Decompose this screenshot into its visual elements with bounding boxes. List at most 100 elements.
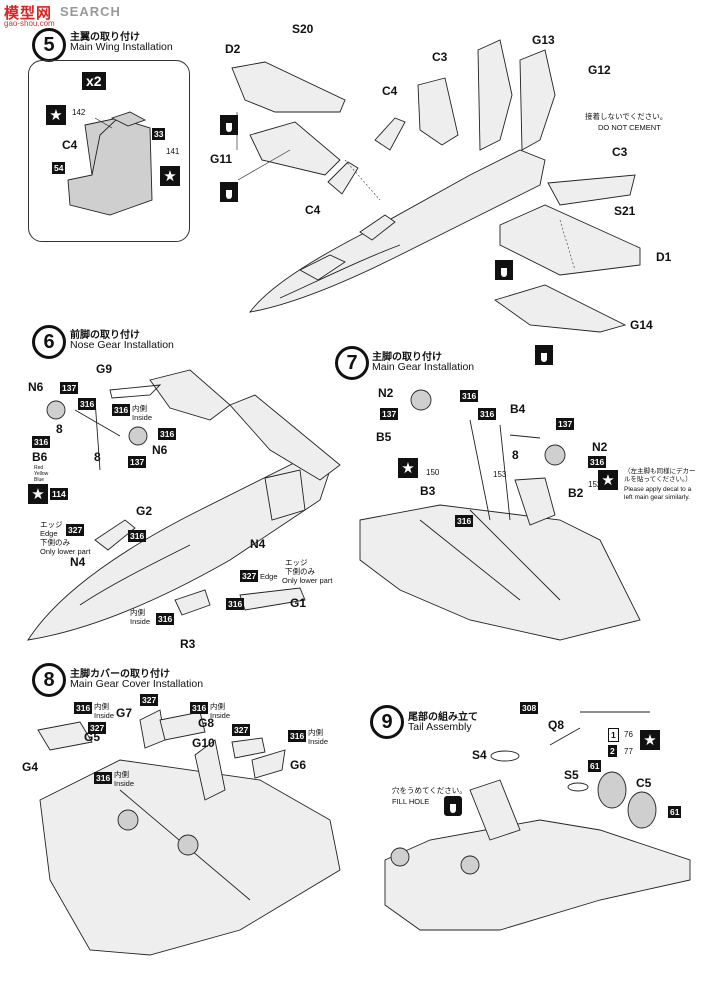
step8-title-en: Main Gear Cover Installation bbox=[70, 678, 204, 690]
inside-label-jp: 内側 bbox=[114, 770, 129, 779]
part-s4: S4 bbox=[472, 748, 487, 762]
decal-code: 316 bbox=[460, 390, 479, 402]
decal-code: 316 bbox=[156, 613, 175, 625]
edge-label-jp: エッジ bbox=[40, 520, 63, 529]
edge-label-en: Edge bbox=[40, 529, 58, 538]
fill-hole-jp: 穴をうめてください。 bbox=[392, 786, 467, 795]
step5-inset bbox=[28, 60, 190, 242]
decal-code: 316 bbox=[128, 530, 147, 542]
decal-code: 316 bbox=[455, 515, 474, 527]
step9-tail-drawing bbox=[384, 711, 691, 931]
part-8: 8 bbox=[512, 448, 519, 462]
decal-code: 114 bbox=[50, 488, 68, 500]
lower-part-label-jp: 下側のみ bbox=[285, 567, 315, 576]
decal-code: 77 bbox=[624, 747, 633, 756]
decal-star-icon: ★ bbox=[640, 730, 660, 750]
inside-label-en: Inside bbox=[132, 413, 153, 422]
edge-label-en: Edge bbox=[260, 572, 278, 581]
decal-star-icon: ★ bbox=[46, 105, 66, 125]
step7-note-en: Please apply decal to a left main gear s… bbox=[624, 486, 692, 501]
lower-part-label-en: Only lower part bbox=[282, 576, 333, 585]
decal-code: 152 bbox=[588, 480, 602, 489]
decal-code: 137 bbox=[380, 408, 399, 420]
decal-code: 327 bbox=[240, 570, 259, 582]
part-g14: G14 bbox=[630, 318, 653, 332]
inside-label-en: Inside bbox=[94, 711, 115, 720]
part-s20: S20 bbox=[292, 22, 314, 36]
decal-code: 61 bbox=[668, 806, 682, 818]
lower-part-label-en: Only lower part bbox=[40, 547, 91, 556]
decal-code: 137 bbox=[128, 456, 147, 468]
part-s21: S21 bbox=[614, 204, 636, 218]
decal-code: 327 bbox=[140, 694, 159, 706]
decal-code: 316 bbox=[478, 408, 497, 420]
step9-title-en: Tail Assembly bbox=[408, 721, 472, 733]
step5-inset-part-c4: C4 bbox=[62, 138, 78, 152]
decal-code: 61 bbox=[588, 760, 602, 772]
part-n4: N4 bbox=[70, 555, 86, 569]
inside-label-jp: 内側 bbox=[308, 728, 323, 737]
decal-code: 327 bbox=[232, 724, 251, 736]
lower-part-label-jp: 下側のみ bbox=[40, 538, 70, 547]
b6-note: Red Yellow Blue bbox=[34, 465, 48, 483]
step5-title-jp: 主翼の取り付け bbox=[70, 32, 140, 43]
decal-code: 316 bbox=[112, 404, 131, 416]
part-c5: C5 bbox=[636, 776, 652, 790]
step5-number: 5 bbox=[32, 28, 66, 62]
part-n6: N6 bbox=[152, 443, 168, 457]
decal-code: 316 bbox=[94, 772, 113, 784]
step5-inset-code-33: 33 bbox=[152, 128, 166, 140]
part-g6: G6 bbox=[290, 758, 307, 772]
decal-code: 150 bbox=[426, 468, 440, 477]
decal-code: 316 bbox=[158, 428, 177, 440]
step9-title-jp: 尾部の組み立て bbox=[408, 712, 478, 723]
part-g4: G4 bbox=[22, 760, 39, 774]
step9-number: 9 bbox=[370, 705, 404, 739]
step5-note-en: DO NOT CEMENT bbox=[598, 123, 661, 132]
step6-number: 6 bbox=[32, 325, 66, 359]
part-g11: G11 bbox=[210, 152, 233, 166]
decal-code: 316 bbox=[588, 456, 607, 468]
step7-aircraft-drawing bbox=[359, 389, 641, 641]
decal-code: 316 bbox=[288, 730, 307, 742]
part-g5: G5 bbox=[84, 730, 101, 744]
step5-inset-code-141: 141 bbox=[166, 147, 180, 156]
step5-note-jp: 接着しないでください。 bbox=[585, 112, 668, 121]
b6-note-line: Red bbox=[34, 465, 44, 471]
watermark-brand: 模型网 bbox=[4, 5, 53, 22]
step6-title-en: Nose Gear Installation bbox=[70, 339, 174, 351]
watermark-url: gao-shou.com bbox=[4, 19, 55, 28]
decal-code: 137 bbox=[60, 382, 79, 394]
step5-inset-code-54: 54 bbox=[52, 162, 66, 174]
part-d1: D1 bbox=[656, 250, 672, 264]
decal-star-icon: ★ bbox=[28, 484, 48, 504]
part-r3: R3 bbox=[180, 637, 196, 651]
part-n4: N4 bbox=[250, 537, 266, 551]
part-g13: G13 bbox=[532, 33, 555, 47]
decal-number-box: 1 bbox=[608, 728, 619, 742]
part-c4: C4 bbox=[382, 84, 398, 98]
decal-code: 308 bbox=[520, 702, 539, 714]
decal-number-box: 2 bbox=[608, 745, 617, 757]
part-8: 8 bbox=[56, 422, 63, 436]
step6-title-jp: 前脚の取り付け bbox=[70, 330, 140, 341]
step7-title-jp: 主脚の取り付け bbox=[372, 352, 442, 363]
step5-aircraft-drawing bbox=[231, 39, 641, 333]
part-8: 8 bbox=[94, 450, 101, 464]
part-d2: D2 bbox=[225, 42, 241, 56]
b6-note-line: Blue bbox=[34, 477, 45, 483]
decal-code: 316 bbox=[74, 702, 93, 714]
inside-label-en: Inside bbox=[210, 711, 231, 720]
step7-note-jp: （左主脚も同様にデカールを貼ってください。） bbox=[624, 468, 696, 483]
watermark-search: SEARCH bbox=[60, 4, 121, 19]
inside-label-jp: 内側 bbox=[94, 702, 109, 711]
inside-label-en: Inside bbox=[308, 737, 329, 746]
part-g2: G2 bbox=[136, 504, 153, 518]
part-g8: G8 bbox=[198, 716, 215, 730]
inside-label-en: Inside bbox=[130, 617, 151, 626]
b6-note-line: Yellow bbox=[34, 471, 49, 477]
part-b6: B6 bbox=[32, 450, 48, 464]
part-b3: B3 bbox=[420, 484, 436, 498]
fill-hole-icon bbox=[444, 796, 462, 816]
